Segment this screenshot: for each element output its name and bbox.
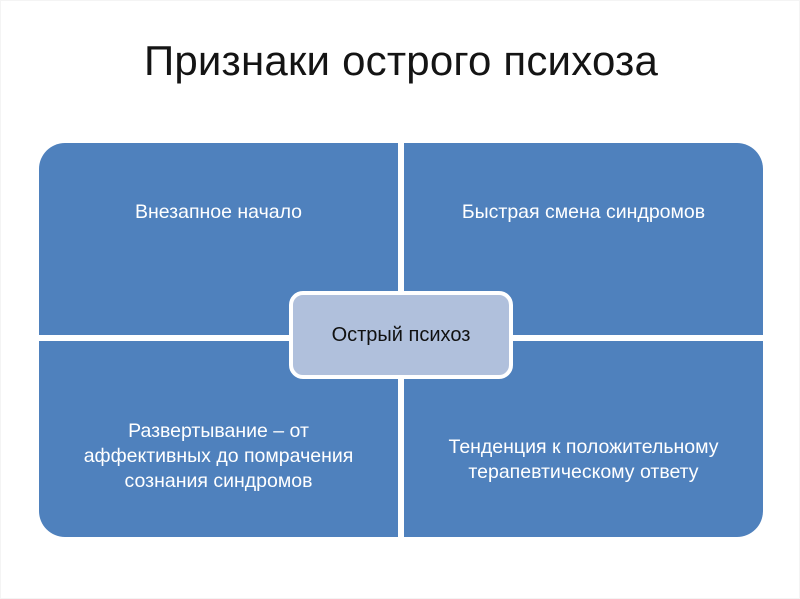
quadrant-bottom-left-label: Развертывание – от аффективных до помрач… [83, 419, 354, 492]
center-node[interactable]: Острый психоз [289, 291, 513, 379]
center-node-label: Острый психоз [331, 324, 471, 346]
matrix-diagram: Внезапное начало Быстрая смена синдромов… [39, 143, 763, 537]
quadrant-top-right-label: Быстрая смена синдромов [461, 200, 706, 223]
page-title: Признаки острого психоза [143, 37, 659, 84]
quadrant-top-left[interactable]: Внезапное начало [39, 143, 398, 335]
quadrant-bottom-right-label: Тенденция к положительному терапевтическ… [448, 436, 719, 483]
quadrant-top-left-label: Внезапное начало [134, 200, 303, 223]
